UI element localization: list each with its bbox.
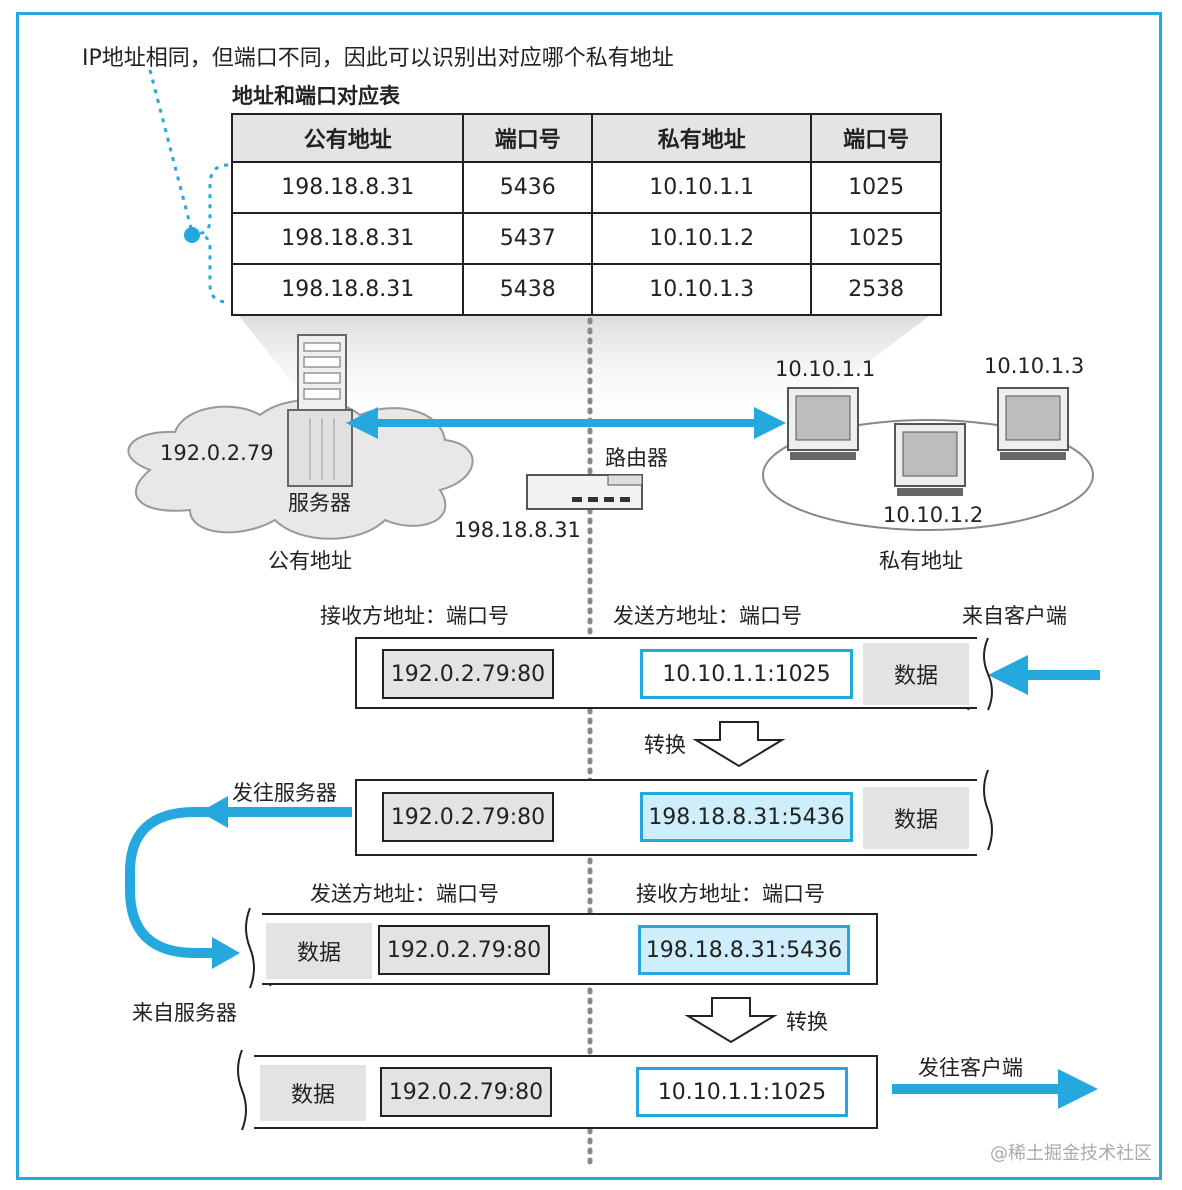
private-network <box>762 419 1094 531</box>
client3-ip-label: 10.10.1.3 <box>984 354 1085 378</box>
pc-icon-1 <box>787 387 859 460</box>
table-projection <box>231 306 942 430</box>
packet-2: 192.0.2.79:80 198.18.8.31:5436 数据 <box>355 779 977 856</box>
table-cell: 1025 <box>810 161 942 214</box>
column-header: 公有地址 <box>230 113 465 163</box>
p2-dest-address: 192.0.2.79:80 <box>382 792 554 842</box>
column-header: 端口号 <box>462 113 594 163</box>
figure-frame <box>16 12 1162 1180</box>
convert-arrow-1 <box>692 721 786 768</box>
callout-bracket <box>194 163 229 304</box>
column-header: 私有地址 <box>591 113 813 163</box>
table-cell: 5437 <box>462 212 594 265</box>
table-header-row: 公有地址 端口号 私有地址 端口号 <box>230 113 942 163</box>
p3-data: 数据 <box>266 923 372 979</box>
p4-dest-address: 10.10.1.1:1025 <box>636 1067 848 1117</box>
public-address-label: 公有地址 <box>268 549 352 573</box>
watermark: @稀土掘金技术社区 <box>990 1143 1152 1164</box>
table-cell: 10.10.1.1 <box>591 161 813 214</box>
server-ip-label: 192.0.2.79 <box>160 441 274 465</box>
client1-ip-label: 10.10.1.1 <box>775 357 876 381</box>
callout-leader <box>148 69 194 233</box>
router-icon <box>526 474 643 510</box>
to-server-loop-arrow <box>125 807 352 958</box>
router-ip-label: 198.18.8.31 <box>454 518 581 542</box>
convert-label-2: 转换 <box>786 1010 828 1034</box>
table-cell: 198.18.8.31 <box>230 161 465 214</box>
table-row: 198.18.8.31 5438 10.10.1.3 2538 <box>230 263 942 316</box>
p2-src-address: 198.18.8.31:5436 <box>640 792 853 842</box>
table-row: 198.18.8.31 5436 10.10.1.1 1025 <box>230 161 942 214</box>
p1-src-address: 10.10.1.1:1025 <box>640 649 853 699</box>
router-label: 路由器 <box>605 446 668 470</box>
callout-dot <box>184 227 200 243</box>
p3-left-header: 发送方地址：端口号 <box>310 882 499 906</box>
p1-left-header: 接收方地址：端口号 <box>320 604 509 628</box>
p2-data: 数据 <box>863 787 969 849</box>
p4-src-address: 192.0.2.79:80 <box>380 1067 552 1117</box>
private-address-label: 私有地址 <box>879 549 963 573</box>
p3-dest-address: 198.18.8.31:5436 <box>638 925 850 975</box>
p3-right-header: 接收方地址：端口号 <box>636 882 825 906</box>
p3-src-address: 192.0.2.79:80 <box>378 925 550 975</box>
table-cell: 198.18.8.31 <box>230 263 465 316</box>
pc-icon-2 <box>894 423 966 496</box>
p4-side-label: 发往客户端 <box>918 1056 1023 1080</box>
table-cell: 10.10.1.3 <box>591 263 813 316</box>
p2-side-label: 发往服务器 <box>232 781 337 805</box>
p1-data: 数据 <box>863 643 969 705</box>
server-icon <box>287 334 353 487</box>
callout-text: IP地址相同，但端口不同，因此可以识别出对应哪个私有地址 <box>82 46 674 71</box>
packet-1: 192.0.2.79:80 10.10.1.1:1025 数据 <box>355 637 977 709</box>
server-label: 服务器 <box>288 491 351 515</box>
table-cell: 1025 <box>810 212 942 265</box>
p1-dest-address: 192.0.2.79:80 <box>382 649 554 699</box>
table-title: 地址和端口对应表 <box>232 84 400 108</box>
convert-arrow-2 <box>684 997 778 1044</box>
column-header: 端口号 <box>810 113 942 163</box>
p4-data: 数据 <box>260 1065 366 1121</box>
pc-icon-3 <box>997 387 1069 460</box>
table-cell: 5438 <box>462 263 594 316</box>
convert-label-1: 转换 <box>644 733 686 757</box>
table-cell: 2538 <box>810 263 942 316</box>
client2-ip-label: 10.10.1.2 <box>883 503 984 527</box>
p3-side-label: 来自服务器 <box>132 1001 237 1025</box>
p1-right-header: 发送方地址：端口号 <box>613 604 802 628</box>
table-cell: 10.10.1.2 <box>591 212 813 265</box>
nat-table: 公有地址 端口号 私有地址 端口号 198.18.8.31 5436 10.10… <box>230 113 942 316</box>
packet-3: 数据 192.0.2.79:80 198.18.8.31:5436 <box>262 913 878 985</box>
p1-side-label: 来自客户端 <box>962 604 1067 628</box>
table-cell: 5436 <box>462 161 594 214</box>
packet-4: 数据 192.0.2.79:80 10.10.1.1:1025 <box>254 1055 878 1129</box>
table-cell: 198.18.8.31 <box>230 212 465 265</box>
table-row: 198.18.8.31 5437 10.10.1.2 1025 <box>230 212 942 265</box>
